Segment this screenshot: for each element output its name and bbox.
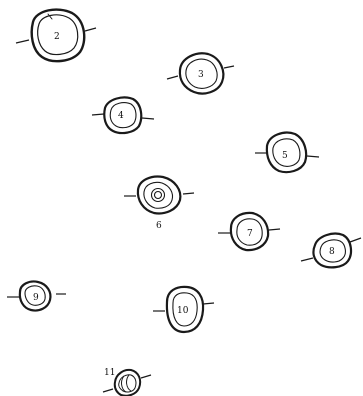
- cell-11-right-tick: [141, 375, 151, 378]
- cell-4-right-tick: [142, 118, 154, 119]
- cell-9-label: 9: [33, 293, 39, 303]
- cell-3-left-tick: [167, 76, 178, 79]
- cell-7-label: 7: [247, 229, 253, 239]
- cell-5-label: 5: [282, 151, 288, 161]
- cell-5-right-tick: [307, 156, 319, 157]
- cell-6: 6: [124, 177, 194, 231]
- cell-2-label: 2: [54, 32, 60, 42]
- cell-6-nucleus-inner: [155, 192, 162, 199]
- cell-2-left-tick: [16, 40, 29, 43]
- cell-3-label: 3: [198, 70, 204, 80]
- cell-6-label: 6: [156, 221, 162, 231]
- cell-9: 9: [7, 281, 66, 310]
- cell-6-inner-wall: [144, 182, 173, 208]
- cell-2-right-tick: [85, 28, 96, 31]
- cell-5: 5: [255, 133, 319, 172]
- cell-11: 11: [103, 368, 151, 396]
- cell-6-right-tick: [183, 193, 194, 194]
- cell-3-right-tick: [224, 66, 234, 68]
- cell-10: 10: [153, 287, 214, 332]
- cell-7-right-tick: [269, 229, 280, 230]
- cell-10-right-tick: [203, 303, 214, 304]
- cell-11-left-tick: [103, 389, 113, 392]
- cell-6-nucleus-outer: [152, 189, 165, 202]
- cell-3: 3: [167, 53, 234, 93]
- cell-4-label: 4: [118, 111, 124, 121]
- cell-11-septum-a: [122, 376, 126, 392]
- cell-8-right-tick: [350, 238, 361, 242]
- cell-4-left-tick: [92, 114, 104, 115]
- cell-8-label: 8: [329, 247, 335, 257]
- cell-11-label: 11: [104, 368, 115, 378]
- cell-7: 7: [218, 213, 280, 250]
- cell-11-septum-b: [127, 375, 131, 391]
- cell-10-label: 10: [177, 306, 189, 316]
- cell-8: 8: [301, 234, 361, 268]
- cell-4: 4: [92, 97, 154, 133]
- cell-8-left-tick: [301, 258, 313, 261]
- cell-2: 2: [16, 10, 96, 62]
